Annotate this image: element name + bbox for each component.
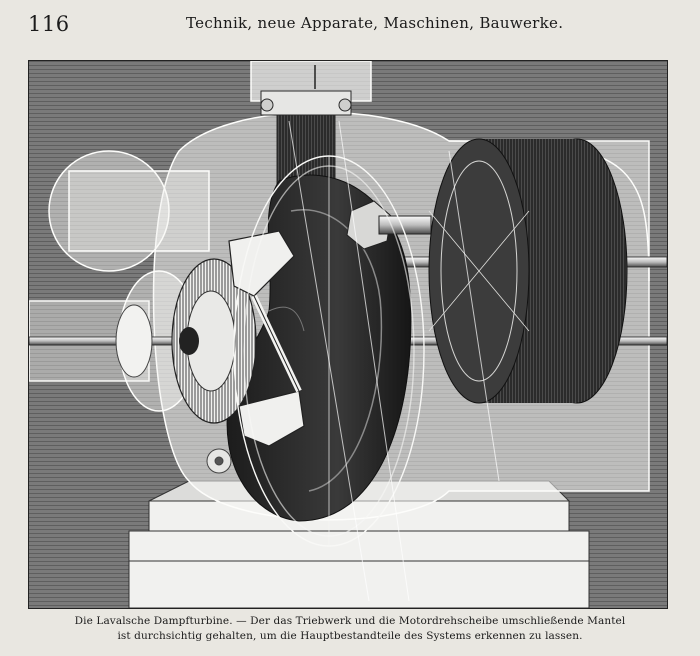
figure-caption: Die Lavalsche Dampfturbine. — Der das Tr… [30, 614, 670, 644]
caption-line-2: ist durchsichtig gehalten, um die Hauptb… [117, 630, 583, 642]
housing-bolt [346, 200, 432, 250]
caption-line-1: Die Lavalsche Dampfturbine. — Der das Tr… [74, 615, 626, 627]
light-streaks [288, 120, 500, 602]
page-number: 116 [28, 12, 70, 36]
left-bearing [115, 304, 232, 474]
steam-nozzles [228, 230, 305, 447]
engraving-illustration [28, 60, 668, 609]
running-title: Technik, neue Apparate, Maschinen, Bauwe… [186, 14, 564, 32]
gear-drum [428, 138, 628, 404]
motor-drive-disc [233, 155, 425, 547]
